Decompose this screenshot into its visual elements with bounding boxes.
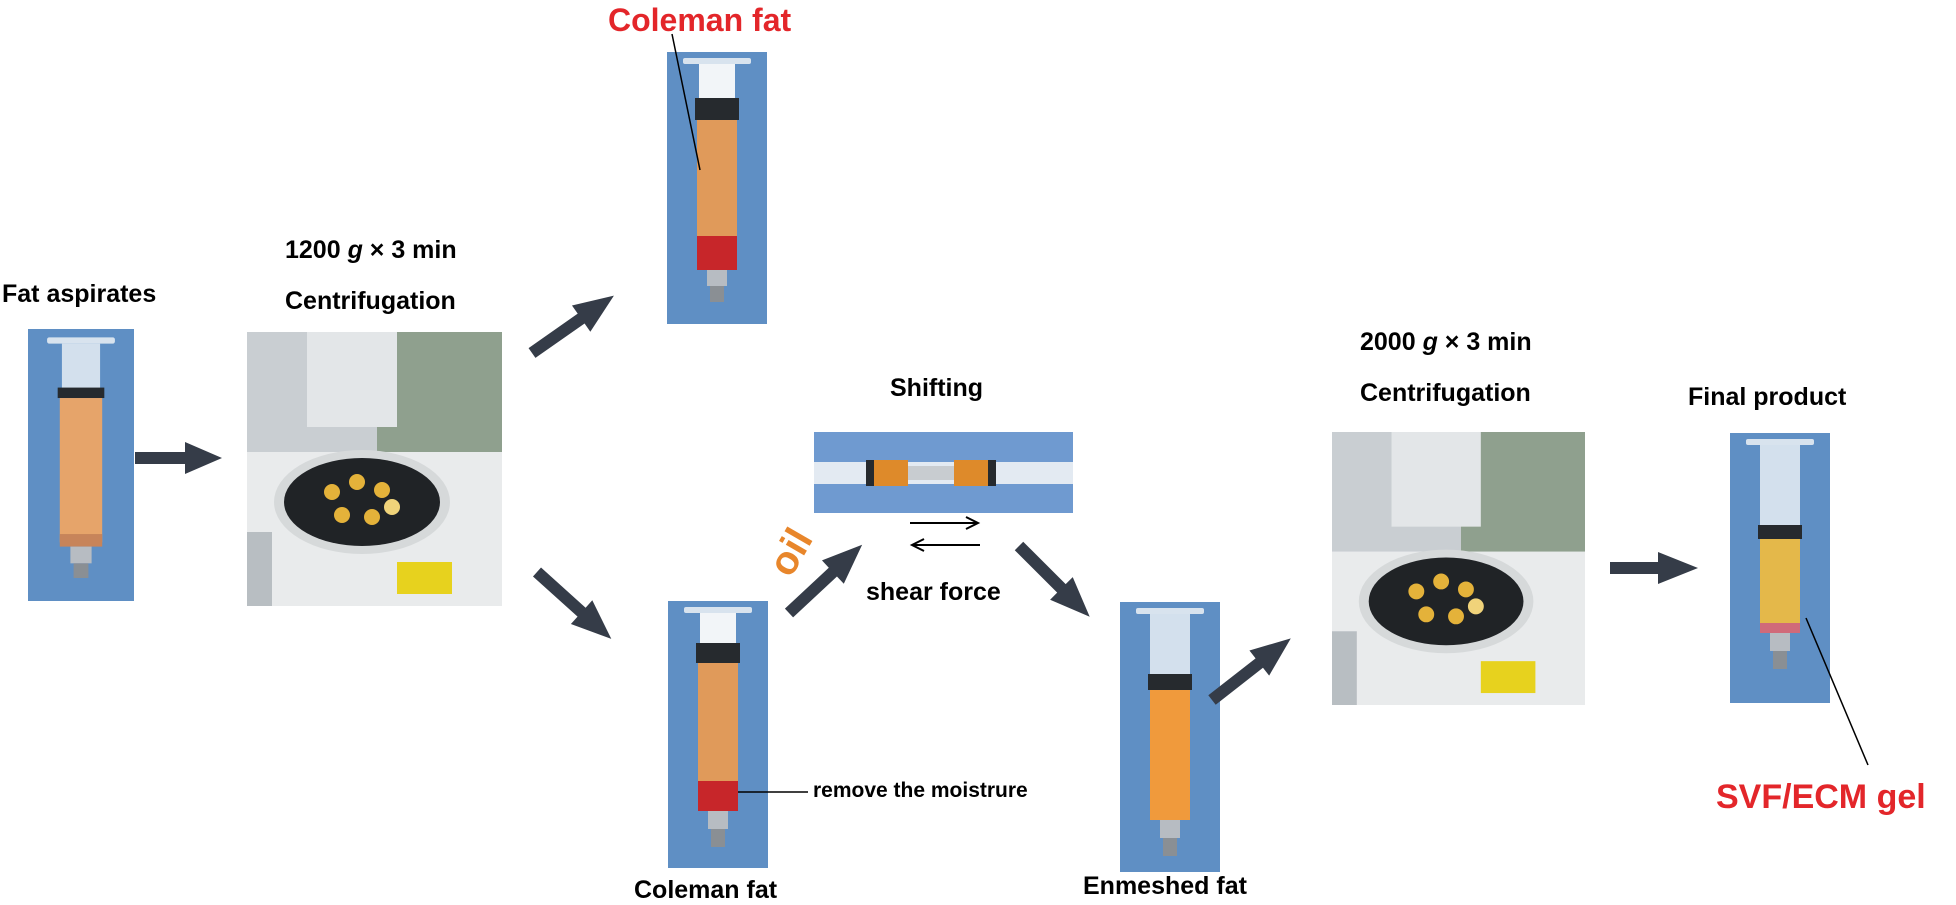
- shear-force-label: shear force: [866, 578, 1001, 606]
- coleman-fat-bottom-label: Coleman fat: [634, 876, 778, 904]
- fat-aspirates-label: Fat aspirates: [2, 280, 157, 308]
- step1-speed-label: 1200 g × 3 min: [285, 236, 457, 264]
- final-product-label: Final product: [1688, 383, 1847, 411]
- step2-centrifugation-label: Centrifugation: [1360, 379, 1531, 407]
- coleman-fat-top-syringe-photo: [667, 52, 767, 324]
- arrow-centrifuge2-to-final: [1610, 552, 1698, 584]
- step1-centrifugation-label: Centrifugation: [285, 287, 456, 315]
- coleman-fat-bottom-syringe-photo: [668, 601, 768, 868]
- centrifuge-1-photo: [247, 332, 502, 606]
- svf-ecm-gel-label: SVF/ECM gel: [1716, 778, 1926, 816]
- enmeshed-fat-syringe-photo: [1120, 602, 1220, 872]
- shifting-photo: [814, 432, 1073, 513]
- arrow-aspirates-to-centrifuge: [135, 442, 222, 474]
- remove-moisture-label: remove the moistrure: [813, 779, 1028, 802]
- arrow-centrifuge-to-coleman-top: [528, 295, 614, 358]
- shifting-label: Shifting: [890, 374, 984, 402]
- final-product-syringe-photo: [1730, 433, 1830, 703]
- centrifuge-2-photo: [1332, 432, 1585, 705]
- fat-aspirates-syringe-photo: [28, 329, 134, 601]
- enmeshed-fat-label: Enmeshed fat: [1083, 872, 1247, 900]
- coleman-fat-top-label: Coleman fat: [608, 2, 792, 38]
- arrow-centrifuge-to-coleman-bottom: [532, 567, 612, 639]
- oil-label: oil: [760, 521, 822, 584]
- step2-speed-label: 2000 g × 3 min: [1360, 328, 1532, 356]
- arrow-shifting-to-enmeshed: [1014, 541, 1090, 617]
